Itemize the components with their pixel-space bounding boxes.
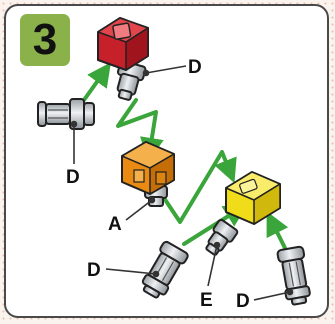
orange-block xyxy=(121,141,175,195)
label-d-bottom-left: D xyxy=(87,260,101,281)
label-d-top-right: D xyxy=(188,57,202,78)
bottom-right-connector xyxy=(276,245,311,306)
yellow-block-connector xyxy=(205,218,239,256)
yellow-block xyxy=(225,171,281,225)
arrow-red-to-orange xyxy=(116,98,164,162)
red-block xyxy=(97,17,149,71)
label-e: E xyxy=(200,290,213,311)
left-connector xyxy=(37,98,95,130)
bottom-left-connector xyxy=(141,240,189,299)
arrow-orange-to-yellow xyxy=(160,150,237,224)
arrow-bottom-right-connector-to-yellow xyxy=(266,211,289,252)
arrow-left-connector-to-red xyxy=(82,62,111,102)
orange-block-assembly xyxy=(121,141,175,207)
label-d-left: D xyxy=(66,167,80,188)
arrow-bottom-left-connector-to-yellow xyxy=(182,203,249,246)
label-a: A xyxy=(108,214,122,235)
step-number-badge: 3 xyxy=(20,14,70,66)
label-d-bottom-right: D xyxy=(236,291,250,312)
assembly-arrows xyxy=(82,62,289,252)
yellow-block-assembly xyxy=(205,171,281,256)
red-block-assembly xyxy=(97,17,149,101)
leader-lines xyxy=(70,65,294,301)
